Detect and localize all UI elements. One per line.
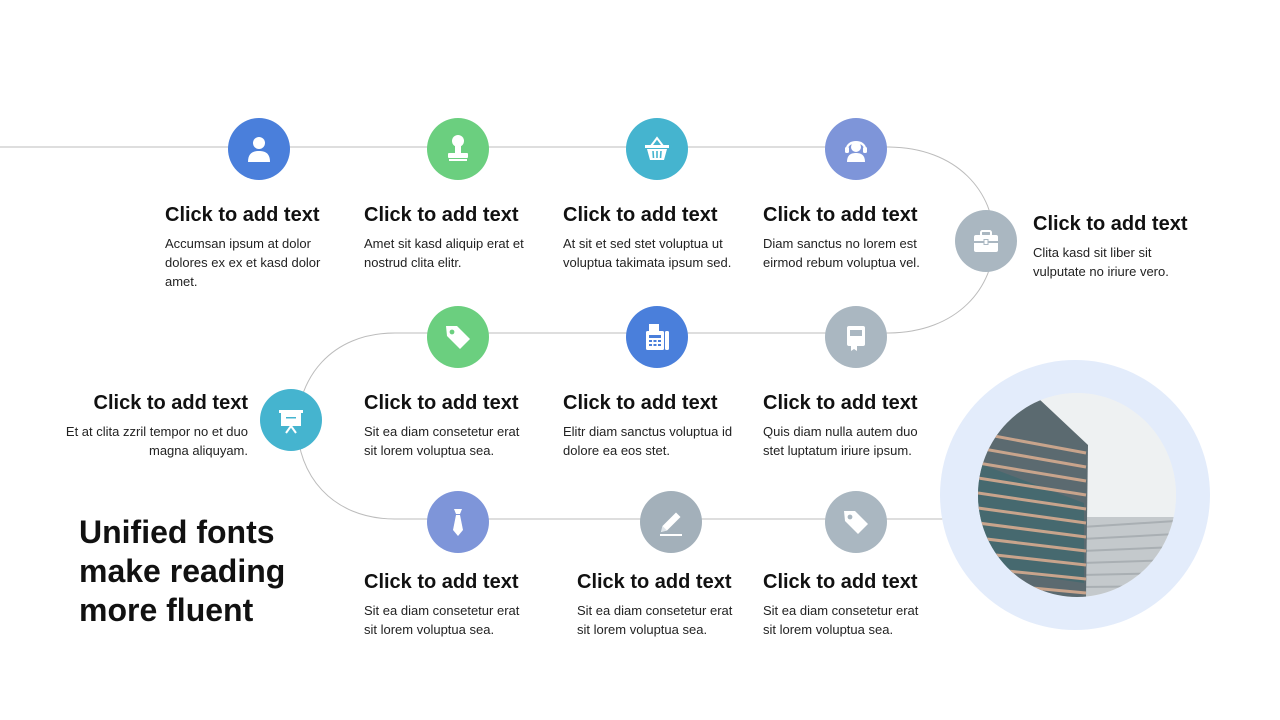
step-node-8: [427, 306, 489, 368]
step-title[interactable]: Click to add text: [364, 571, 519, 593]
step-node-3: [626, 118, 688, 180]
step-description: At sit et sed stet voluptua ut voluptua …: [563, 236, 732, 270]
step-description: Diam sanctus no lorem est eirmod rebum v…: [763, 236, 920, 270]
step-title[interactable]: Click to add text: [93, 392, 248, 414]
step-title[interactable]: Click to add text: [577, 571, 732, 593]
headset-icon: [839, 132, 873, 166]
step-description: Sit ea diam consetetur erat sit lorem vo…: [364, 603, 520, 637]
tag-icon: [441, 320, 475, 354]
step-description: Elitr diam sanctus voluptua id dolore ea…: [563, 424, 733, 458]
headline: Unified fonts make reading more fluent: [79, 514, 286, 628]
step-node-4: [825, 118, 887, 180]
step-node-10: [427, 491, 489, 553]
step-title[interactable]: Click to add text: [364, 204, 519, 226]
stamp-icon: [441, 132, 475, 166]
step-description: Amet sit kasd aliquip erat et nostrud cl…: [364, 236, 524, 270]
step-description: Sit ea diam consetetur erat sit lorem vo…: [763, 603, 919, 637]
step-label-3: Click to add text At sit et sed stet volu…: [563, 203, 733, 272]
step-node-6: [825, 306, 887, 368]
step-label-9: Click to add text Et at clita zzril tempo…: [48, 391, 248, 460]
building-photo: [978, 393, 1176, 597]
basket-icon: [640, 132, 674, 166]
step-title[interactable]: Click to add text: [1033, 213, 1188, 235]
step-node-11: [640, 491, 702, 553]
presentation-icon: [274, 403, 308, 437]
book-icon: [839, 320, 873, 354]
tag-icon: [839, 505, 873, 539]
step-node-5: [955, 210, 1017, 272]
person-icon: [242, 132, 276, 166]
tie-icon: [441, 505, 475, 539]
step-description: Quis diam nulla autem duo stet luptatum …: [763, 424, 918, 458]
step-description: Sit ea diam consetetur erat sit lorem vo…: [364, 424, 520, 458]
step-title[interactable]: Click to add text: [364, 392, 519, 414]
step-description: Accumsan ipsum at dolor dolores ex ex et…: [165, 236, 321, 289]
step-node-2: [427, 118, 489, 180]
pencil-icon: [654, 505, 688, 539]
step-title[interactable]: Click to add text: [165, 204, 320, 226]
step-node-12: [825, 491, 887, 553]
step-node-7: [626, 306, 688, 368]
step-title[interactable]: Click to add text: [563, 392, 718, 414]
step-node-9: [260, 389, 322, 451]
step-description: Clita kasd sit liber sit vulputate no ir…: [1033, 245, 1169, 279]
step-title[interactable]: Click to add text: [763, 571, 918, 593]
briefcase-icon: [969, 224, 1003, 258]
step-node-1: [228, 118, 290, 180]
step-description: Et at clita zzril tempor no et duo magna…: [65, 424, 248, 458]
step-description: Sit ea diam consetetur erat sit lorem vo…: [577, 603, 733, 637]
step-title[interactable]: Click to add text: [763, 204, 918, 226]
step-title[interactable]: Click to add text: [763, 392, 918, 414]
step-title[interactable]: Click to add text: [563, 204, 718, 226]
fax-icon: [640, 320, 674, 354]
